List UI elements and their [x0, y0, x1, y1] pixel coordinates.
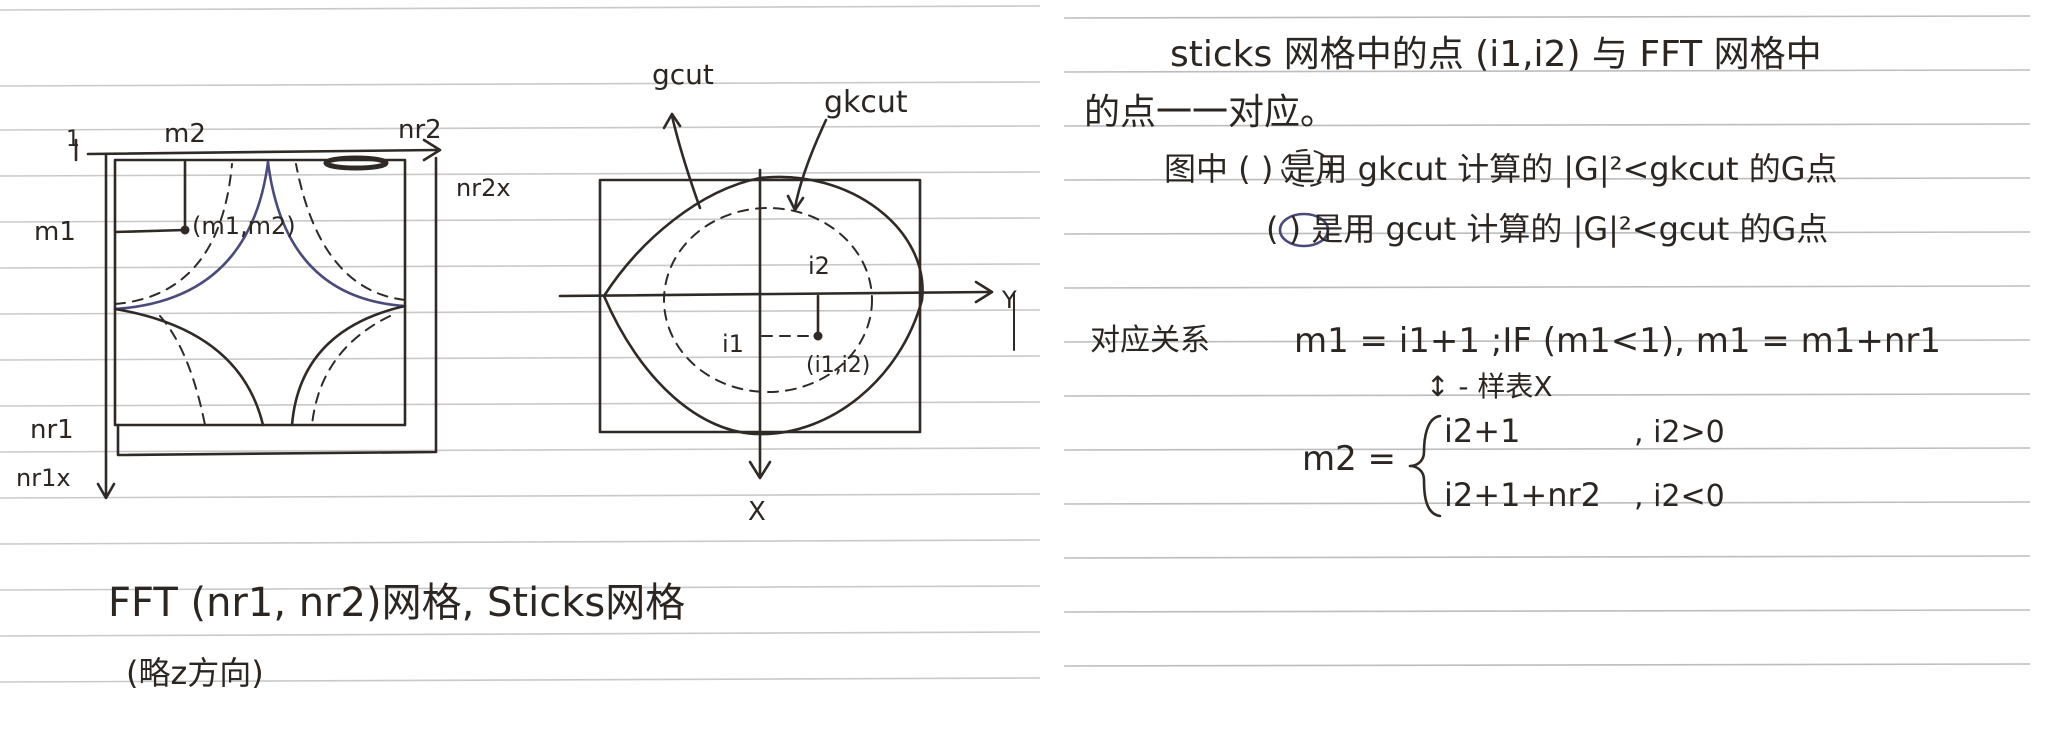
fft-label-m1: m1 — [34, 217, 76, 247]
sticks-axis-y-arrowhead — [974, 280, 994, 304]
sticks-point-i1-i2 — [813, 331, 823, 341]
fft-label-tick-1: 1 — [66, 127, 80, 152]
sticks-label-i2: i2 — [808, 252, 830, 280]
fft-label-point: (m1,m2) — [192, 212, 296, 240]
m2-case-1-cond: , i2>0 — [1634, 415, 1725, 450]
caption-line-2: (略z方向) — [126, 654, 264, 692]
m2-case-2-expr: i2+1+nr2 — [1444, 476, 1601, 514]
fft-dash-top-left — [114, 163, 233, 305]
sticks-gcut-arrow — [670, 114, 702, 210]
fft-inner-box — [113, 158, 407, 427]
right-notes: sticks 网格中的点 (i1,i2) 与 FFT 网格中 的点一一对应。 图… — [1084, 34, 1941, 518]
left-notebook-page — [0, 5, 1041, 683]
sticks-axis-x-arrowhead — [748, 460, 772, 480]
legend-solid-circle-icon — [1278, 212, 1330, 248]
sticks-gcut-boundary — [602, 175, 924, 436]
bottom-strip — [1048, 706, 2045, 734]
fft-guide-m1 — [113, 228, 187, 234]
intro-line-2: 的点一一对应。 — [1084, 92, 1336, 133]
sticks-gkcut-arrow — [793, 118, 828, 210]
sticks-label-i1: i1 — [722, 330, 744, 358]
fft-label-m2: m2 — [164, 119, 206, 149]
sticks-gkcut-boundary — [663, 207, 873, 393]
fft-arc-top-left — [113, 160, 270, 311]
caption-line-1: FFT (nr1, nr2)网格, Sticks网格 — [108, 580, 685, 626]
m1-formula: m1 = i1+1 ;IF (m1<1), m1 = m1+nr1 — [1294, 321, 1941, 361]
fft-dash-bottom-right — [311, 315, 391, 426]
fft-axis-left-arrowhead — [96, 482, 116, 500]
m2-brace — [1408, 414, 1442, 518]
fft-grid-sketch: 1 m2 nr2 nr2x m1 (m1,m2) nr1 nr1x — [16, 115, 511, 500]
sticks-grid-sketch: gcut gkcut i2 i1 (i1,i2) Y X — [558, 58, 1017, 527]
sticks-label-gkcut: gkcut — [824, 85, 908, 120]
relation-label: 对应关系 — [1090, 323, 1210, 358]
fft-arc-bottom-right — [290, 304, 407, 427]
legend-dashed-circle-icon — [1281, 149, 1331, 187]
fft-label-nr2: nr2 — [398, 115, 442, 145]
fft-top-mark — [323, 155, 389, 171]
legend-solid-text: ( ) 是用 gcut 计算的 |G|²<gcut 的G点 — [1266, 210, 1828, 248]
fft-dash-top-right — [295, 163, 406, 301]
sticks-label-x: X — [748, 497, 766, 527]
left-caption: FFT (nr1, nr2)网格, Sticks网格 (略z方向) — [108, 580, 685, 692]
fft-outer-box — [116, 156, 438, 457]
sticks-label-y: Y — [1001, 286, 1017, 314]
fft-axis-top-arrowhead — [422, 138, 442, 162]
fft-label-nr1x: nr1x — [16, 464, 71, 492]
sticks-label-gcut: gcut — [652, 58, 714, 91]
sticks-gcut-arrowhead — [662, 112, 682, 130]
m2-case-2-cond: , i2<0 — [1634, 479, 1725, 514]
intro-line-1: sticks 网格中的点 (i1,i2) 与 FFT 网格中 — [1170, 34, 1822, 75]
sticks-label-point: (i1,i2) — [806, 353, 870, 378]
fft-point-m1-m2 — [180, 225, 190, 235]
m2-lhs: m2 = — [1302, 439, 1396, 479]
fft-dash-bottom-left — [159, 315, 206, 426]
same-for-x-note: ↕ - 样表X — [1426, 370, 1553, 403]
sticks-gkcut-arrowhead — [786, 194, 805, 212]
fft-arc-bottom-left — [113, 307, 265, 427]
m2-case-1-expr: i2+1 — [1444, 412, 1520, 450]
legend-dashed-text: 图中 ( ) 是用 gkcut 计算的 |G|²<gkcut 的G点 — [1164, 150, 1838, 188]
right-notebook-page — [1048, 0, 2045, 706]
fft-arc-top-right — [266, 160, 407, 308]
page-gap — [1040, 0, 1048, 734]
fft-axis-top — [86, 148, 438, 156]
fft-label-nr1: nr1 — [30, 415, 74, 445]
sticks-axis-y — [558, 290, 992, 298]
fft-label-nr2x: nr2x — [456, 174, 511, 202]
